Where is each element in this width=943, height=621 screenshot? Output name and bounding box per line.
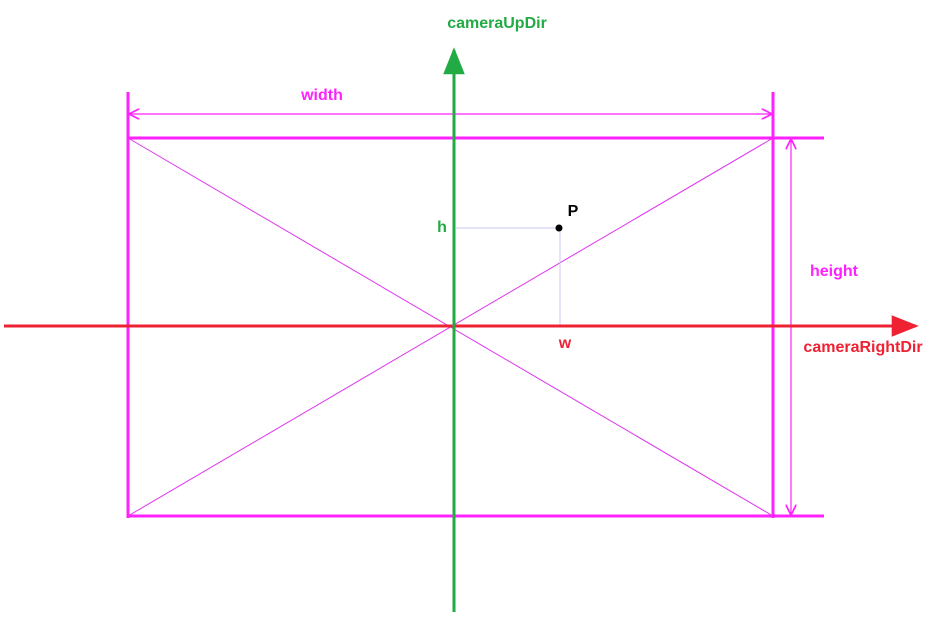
right-axis-label: cameraRightDir — [803, 339, 922, 356]
up-axis-label: cameraUpDir — [447, 15, 547, 32]
height-label: height — [810, 263, 859, 280]
h-label: h — [437, 219, 447, 236]
point-p-marker — [555, 224, 563, 232]
w-label: w — [558, 335, 572, 352]
width-label: width — [300, 87, 343, 104]
point-p-label: P — [568, 203, 579, 220]
